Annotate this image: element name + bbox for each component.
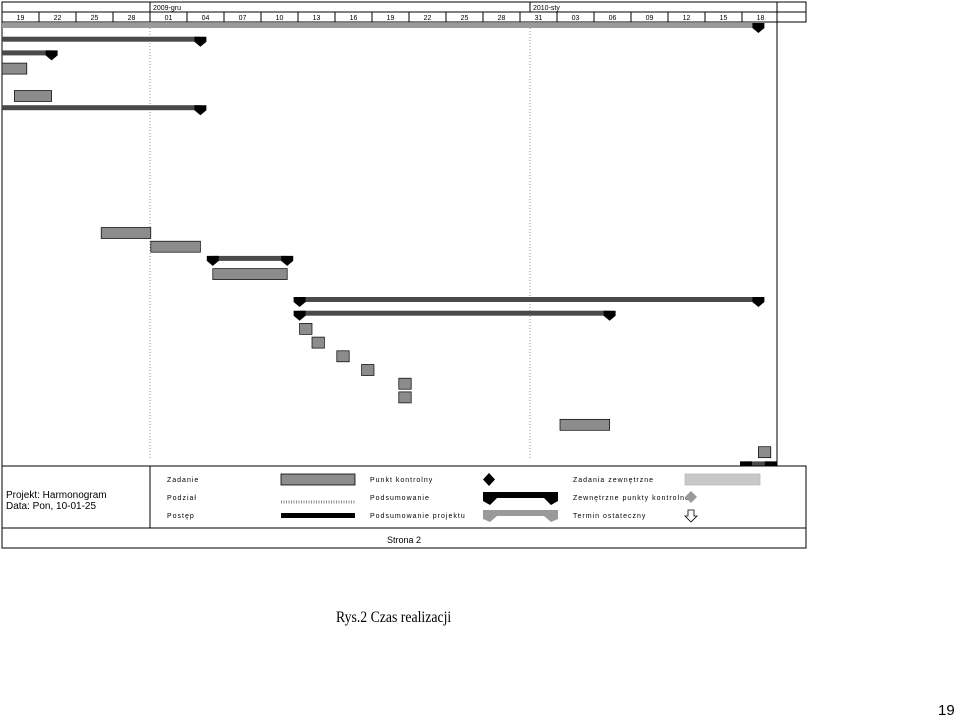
summary-bar (212, 255, 288, 261)
summary-bar (746, 461, 771, 467)
legend-label-milestone: Punkt kontrolny (370, 477, 433, 484)
day-tick-label: 03 (572, 15, 580, 22)
day-tick-label: 25 (91, 15, 99, 22)
task-bar (100, 227, 152, 239)
gantt-bars (1, 23, 784, 486)
legend-panel: Projekt: Harmonogram Data: Pon, 10-01-25… (1, 465, 807, 549)
task-bar (150, 240, 201, 253)
summary-start-marker (293, 310, 306, 321)
summary-end-marker (752, 23, 765, 33)
legend-symbol-summary (483, 492, 558, 505)
summary-bar (2, 36, 201, 42)
day-tick-label: 22 (54, 15, 62, 22)
legend-label-external-milestones: Zewnętrzne punkty kontrolne (573, 495, 690, 502)
month-label-dec: 2009-gru (153, 5, 181, 12)
task-bar (299, 323, 313, 335)
page-label: Strona 2 (387, 535, 421, 545)
task-bar (311, 336, 325, 349)
day-tick-label: 18 (757, 15, 765, 22)
legend-label-summary: Podsumowanie (370, 495, 430, 502)
month-label-jan: 2010-sty (533, 5, 560, 12)
day-tick-label: 15 (720, 15, 728, 22)
legend-label-task: Zadanie (167, 477, 199, 484)
day-tick-label: 12 (683, 15, 691, 22)
legend-label-external-tasks: Zadania zewnętrzne (573, 477, 654, 484)
day-ticks: 19 22 25 28 01 04 07 10 13 16 19 22 25 28 31 03 06 09 12 15… (17, 12, 765, 22)
legend-label-deadline: Termin ostateczny (573, 513, 646, 520)
day-tick-label: 01 (165, 15, 173, 22)
legend-label-project-summary: Podsumowanie projektu (370, 513, 466, 520)
summary-end-marker (194, 105, 207, 116)
legend-project-name: Projekt: Harmonogram (6, 490, 107, 501)
day-tick-label: 28 (128, 15, 136, 22)
day-tick-label: 19 (387, 15, 395, 22)
day-tick-label: 10 (276, 15, 284, 22)
day-tick-label: 04 (202, 15, 210, 22)
day-tick-label: 06 (609, 15, 617, 22)
day-tick-label: 07 (239, 15, 247, 22)
project-summary-bar (2, 23, 759, 28)
legend-label-progress: Postęp (167, 513, 195, 520)
summary-end-marker (281, 255, 294, 266)
summary-start-marker (293, 297, 306, 307)
summary-end-marker (194, 36, 207, 47)
day-tick-label: 25 (461, 15, 469, 22)
summary-end-marker (45, 50, 58, 61)
page-number: 19 (938, 702, 955, 719)
day-tick-label: 28 (498, 15, 506, 22)
task-bar (361, 364, 375, 376)
chart-area (1, 2, 784, 486)
legend-frame (1, 465, 807, 549)
task-bar (398, 391, 412, 404)
task-bar (758, 446, 772, 459)
summary-bar (299, 297, 759, 302)
summary-bar (2, 50, 52, 56)
day-tick-label: 13 (313, 15, 321, 22)
day-tick-label: 09 (646, 15, 654, 22)
day-tick-label: 31 (535, 15, 543, 22)
legend-symbol-milestone (483, 473, 495, 486)
task-bar (14, 90, 52, 102)
legend-symbol-progress (281, 513, 355, 518)
legend-symbol-external-milestones (685, 491, 697, 503)
summary-end-marker (752, 297, 765, 307)
task-bar (336, 350, 350, 363)
day-tick-label: 22 (424, 15, 432, 22)
summary-bar (2, 105, 201, 111)
legend-label-split: Podział (167, 495, 197, 502)
legend-symbol-external-tasks (684, 473, 761, 486)
legend-symbol-task (280, 473, 356, 486)
summary-start-marker (206, 255, 219, 266)
legend-project-date: Data: Pon, 10-01-25 (6, 501, 96, 512)
task-bar (398, 377, 412, 390)
day-tick-label: 19 (17, 15, 25, 22)
summary-bar (299, 310, 610, 316)
summary-end-marker (603, 310, 616, 321)
day-tick-label: 16 (350, 15, 358, 22)
deadline-arrow-icon (684, 509, 698, 523)
legend-symbol-project-summary (483, 510, 558, 522)
figure-caption: Rys.2 Czas realizacji (336, 609, 452, 626)
task-bar (212, 268, 288, 280)
task-bar (1, 62, 28, 75)
task-bar (559, 418, 610, 431)
